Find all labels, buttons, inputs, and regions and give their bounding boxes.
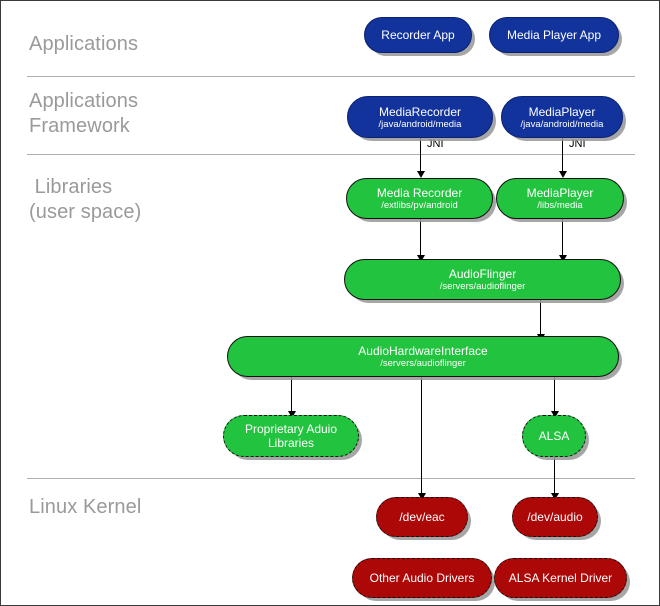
node-recorder-app[interactable]: Recorder App [364, 17, 472, 53]
node-mediaplayer-framework[interactable]: MediaPlayer /java/android/media [501, 96, 623, 138]
arrowhead-mediaplayer-to-lib [559, 171, 567, 178]
node-audiohardwareinterface-title: AudioHardwareInterface [358, 344, 488, 358]
layer-label-linux-kernel: Linux Kernel [29, 496, 142, 518]
node-media-recorder-lib-subtitle: /extlibs/pv/android [381, 200, 458, 211]
connector-alsa-to-dev-audio [554, 457, 555, 497]
edge-label-jni-player: JNI [569, 138, 586, 150]
node-media-recorder-lib[interactable]: Media Recorder /extlibs/pv/android [346, 178, 493, 219]
node-mediarecorder-framework[interactable]: MediaRecorder /java/android/media [347, 96, 493, 138]
divider-framework [27, 154, 635, 155]
node-dev-audio-title: /dev/audio [527, 510, 583, 524]
node-mediarecorder-framework-title: MediaRecorder [378, 104, 462, 119]
node-alsa-kernel-driver-title: ALSA Kernel Driver [508, 571, 613, 585]
node-mediaplayer-framework-subtitle: /java/android/media [520, 118, 604, 130]
node-mediaplayer-lib-title: MediaPlayer [526, 186, 594, 200]
layer-label-applications: Applications [29, 33, 139, 55]
node-mediaplayer-framework-title: MediaPlayer [528, 104, 596, 119]
connector-ahi-to-dev-eac [421, 376, 422, 496]
connector-mediaplayer-to-lib [562, 138, 563, 173]
layer-label-libraries: Libraries (user space) [29, 176, 142, 223]
node-audioflinger[interactable]: AudioFlinger /servers/audioflinger [344, 259, 621, 300]
node-audioflinger-title: AudioFlinger [448, 267, 517, 281]
node-proprietary-audio-libs-subtitle: Libraries [267, 436, 315, 450]
node-mediaplayer-lib-subtitle: /libs/media [537, 200, 583, 211]
node-dev-audio[interactable]: /dev/audio [512, 497, 598, 537]
node-dev-eac[interactable]: /dev/eac [376, 497, 468, 537]
divider-kernel [27, 478, 635, 479]
node-alsa[interactable]: ALSA [522, 415, 586, 457]
connector-mediarecorder-to-lib [420, 138, 421, 173]
node-proprietary-audio-libs[interactable]: Proprietary Aduio Libraries [223, 415, 359, 457]
node-audioflinger-subtitle: /servers/audioflinger [439, 281, 526, 292]
connector-audioflinger-to-ahi [540, 299, 541, 337]
node-audiohardwareinterface-subtitle: /servers/audioflinger [380, 358, 466, 369]
node-proprietary-audio-libs-title: Proprietary Aduio [244, 422, 338, 436]
arrowhead-mediarecorder-to-lib [417, 171, 425, 178]
node-mediarecorder-framework-subtitle: /java/android/media [378, 118, 462, 130]
node-recorder-app-title: Recorder App [381, 28, 455, 42]
node-other-audio-drivers[interactable]: Other Audio Drivers [352, 558, 492, 598]
connector-ahi-to-proprietary [291, 376, 292, 414]
node-dev-eac-title: /dev/eac [399, 510, 445, 524]
node-alsa-title: ALSA [538, 429, 570, 443]
divider-applications [27, 76, 635, 77]
edge-label-jni-recorder: JNI [427, 138, 444, 150]
node-audiohardwareinterface[interactable]: AudioHardwareInterface /servers/audiofli… [227, 336, 619, 377]
connector-mediaplayerlib-to-audioflinger [562, 219, 563, 259]
node-media-recorder-lib-title: Media Recorder [376, 186, 463, 200]
node-media-player-app[interactable]: Media Player App [489, 17, 619, 53]
connector-mediarecorderlib-to-audioflinger [420, 219, 421, 259]
node-media-player-app-title: Media Player App [506, 28, 602, 42]
node-mediaplayer-lib[interactable]: MediaPlayer /libs/media [496, 178, 624, 219]
node-alsa-kernel-driver[interactable]: ALSA Kernel Driver [494, 558, 627, 598]
node-other-audio-drivers-title: Other Audio Drivers [369, 571, 475, 585]
connector-ahi-to-alsa [554, 376, 555, 414]
layer-label-applications-framework: Applications Framework [29, 90, 139, 137]
